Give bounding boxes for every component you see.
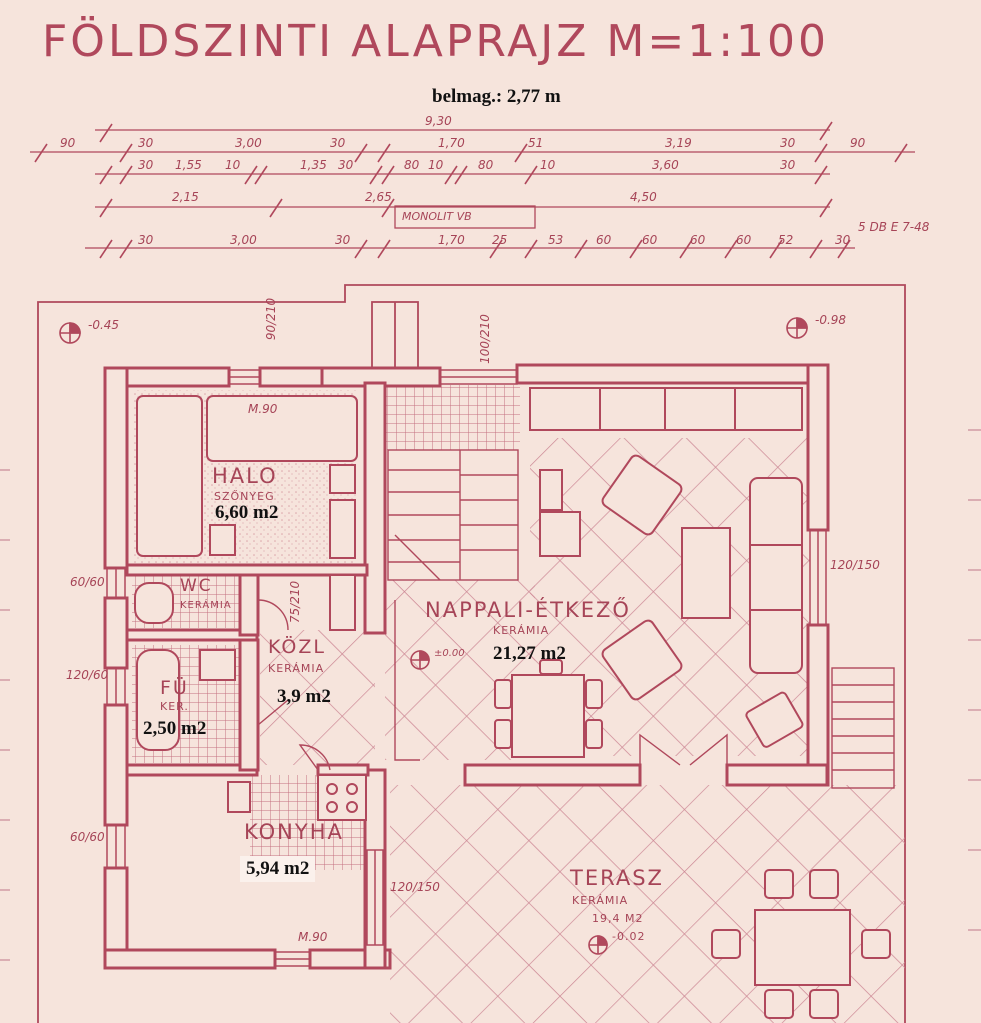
window-label: M.90 xyxy=(298,930,328,944)
dim-label: 4,50 xyxy=(630,190,657,204)
dim-label: 60 xyxy=(596,233,612,247)
dim-label: 3,00 xyxy=(235,136,262,150)
dim-label: 90 xyxy=(850,136,866,150)
ceiling-height-label: belmag.: 2,77 m xyxy=(432,86,561,107)
room-floor-wc: KERÁMIA xyxy=(180,600,232,611)
door-label: 75/210 xyxy=(288,580,303,624)
level-markers xyxy=(59,317,808,955)
dim-label: 3,00 xyxy=(230,233,257,247)
area-nappali: 21,27 m2 xyxy=(493,643,566,664)
edge-ticks xyxy=(0,429,981,961)
dim-label: 25 xyxy=(492,233,508,247)
dim-label: 80 xyxy=(478,158,494,172)
dim-label: 9,30 xyxy=(425,114,452,128)
dim-label: 30 xyxy=(138,233,154,247)
dim-label: 30 xyxy=(138,136,154,150)
dim-label: 52 xyxy=(778,233,794,247)
dim-label: 30 xyxy=(835,233,851,247)
dim-label: 30 xyxy=(335,233,351,247)
room-name-kozl: KÖZL xyxy=(268,636,326,658)
room-name-furdo: FÜ xyxy=(160,677,189,699)
windows xyxy=(106,369,827,967)
dim-label: 80 xyxy=(404,158,420,172)
room-floor-kozl: KERÁMIA xyxy=(268,662,325,675)
window-label: 120/150 xyxy=(830,558,880,572)
window-label: M.90 xyxy=(248,402,278,416)
area-furdo: 2,50 m2 xyxy=(143,718,207,739)
door-label: 100/210 xyxy=(477,314,492,364)
room-name-wc: WC xyxy=(180,576,213,596)
room-name-konyha: KONYHA xyxy=(244,820,344,844)
area-halo: 6,60 m2 xyxy=(215,502,279,523)
dimension-lines xyxy=(30,121,915,259)
window-label: 120/150 xyxy=(390,880,440,894)
room-name-halo: HALO xyxy=(212,464,278,488)
room-name-terasz: TERASZ xyxy=(570,866,664,890)
dim-label: 1,70 xyxy=(438,233,465,247)
dim-label: 1,70 xyxy=(438,136,465,150)
furniture xyxy=(134,387,891,1019)
level-label: ±0.00 xyxy=(434,648,465,659)
dim-label: 3,60 xyxy=(652,158,679,172)
plan-title: FÖLDSZINTI ALAPRAJZ M=1:100 xyxy=(42,16,830,67)
dim-label: 10 xyxy=(540,158,556,172)
dim-label: 60 xyxy=(736,233,752,247)
dim-label: 90 xyxy=(60,136,76,150)
room-floor-terasz: KERÁMIA xyxy=(572,894,629,907)
room-floor-furdo: KER. xyxy=(160,700,189,713)
dim-label: 3,19 xyxy=(665,136,692,150)
room-area-terasz: 19,4 M2 xyxy=(592,912,644,925)
area-kozl: 3,9 m2 xyxy=(277,686,331,707)
dim-label: 10 xyxy=(225,158,241,172)
level-label: -0.98 xyxy=(815,313,847,327)
room-floor-nappali: KERÁMIA xyxy=(493,624,550,637)
dim-label: 10 xyxy=(428,158,444,172)
dim-label: 60 xyxy=(642,233,658,247)
dim-label: 30 xyxy=(138,158,154,172)
dim-label: 2,15 xyxy=(172,190,199,204)
dim-label: 60 xyxy=(690,233,706,247)
dim-label: 30 xyxy=(780,136,796,150)
room-floor-halo: SZŐNYEG xyxy=(214,490,275,503)
dim-label: 51 xyxy=(528,136,544,150)
dim-label: 30 xyxy=(330,136,346,150)
level-label: -0.45 xyxy=(88,318,120,332)
monolit-label: MONOLIT VB xyxy=(402,210,472,223)
dim-label: 2,65 xyxy=(365,190,392,204)
window-label: 60/60 xyxy=(70,575,105,589)
doors xyxy=(257,599,728,771)
dim-label: 1,55 xyxy=(175,158,202,172)
hatch-hall xyxy=(260,630,375,765)
level-terasz: -0.02 xyxy=(612,930,646,943)
area-konyha: 5,94 m2 xyxy=(240,856,316,882)
dim-label: 1,35 xyxy=(300,158,327,172)
window-label: 120/60 xyxy=(66,668,109,682)
window-label: 60/60 xyxy=(70,830,105,844)
hatch-terrace xyxy=(390,785,905,1023)
tile-landing xyxy=(385,385,520,450)
room-name-nappali: NAPPALI-ÉTKEZŐ xyxy=(425,598,631,622)
dim-label: 30 xyxy=(338,158,354,172)
stairs xyxy=(387,449,895,789)
dim-label: 30 xyxy=(780,158,796,172)
stairs-note: 5 DB E 7-48 xyxy=(858,220,930,234)
dim-label: 53 xyxy=(548,233,564,247)
door-label: 90/210 xyxy=(264,297,279,341)
